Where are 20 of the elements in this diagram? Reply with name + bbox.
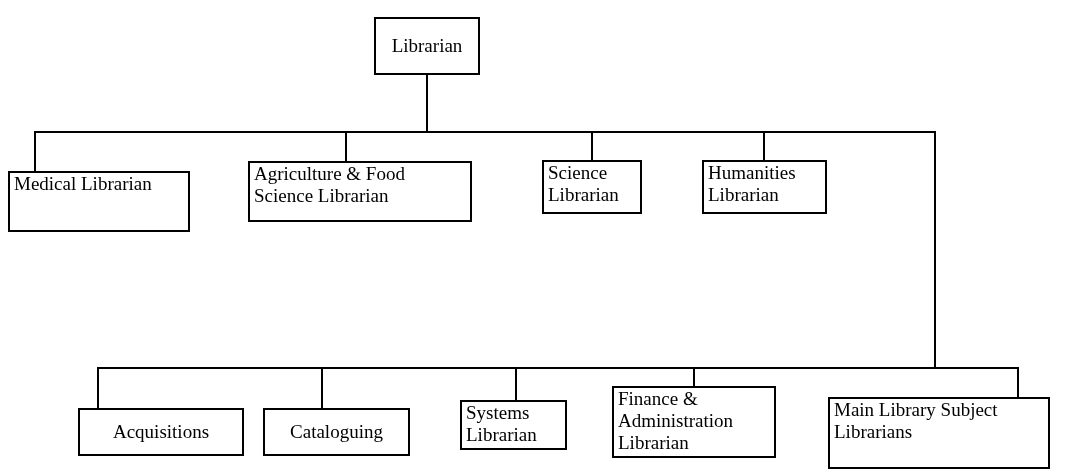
org-box xyxy=(460,400,567,450)
role-title: Librarian xyxy=(391,35,463,57)
role-title: Science Librarian xyxy=(548,162,620,206)
org-box xyxy=(248,161,472,222)
org-box xyxy=(8,171,190,232)
org-box xyxy=(542,160,642,214)
org-box xyxy=(263,408,410,456)
org-box xyxy=(828,397,1050,469)
org-box xyxy=(78,408,244,456)
role-title: Medical Librarian xyxy=(14,173,152,195)
role-title: Cataloguing xyxy=(290,421,383,443)
role-title: Main Library Subject Librarians xyxy=(834,399,999,443)
role-title: Acquisitions xyxy=(112,421,210,443)
org-box xyxy=(612,386,776,458)
role-title: Finance & Administration Librarian xyxy=(618,388,735,454)
org-box xyxy=(374,17,480,75)
role-title: Systems Librarian xyxy=(466,402,538,446)
role-title: Agriculture & Food Science Librarian xyxy=(254,163,406,207)
role-title: Humanities Librarian xyxy=(708,162,797,206)
org-box xyxy=(702,160,827,214)
